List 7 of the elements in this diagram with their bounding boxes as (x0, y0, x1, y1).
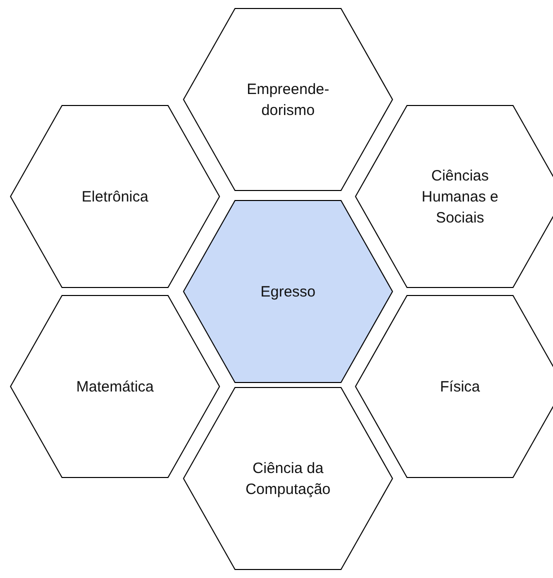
hexagon-label: Eletrônica (80, 187, 150, 207)
hexagon-label: Ciências Humanas e Sociais (420, 166, 500, 228)
hexagon-label: Egresso (259, 282, 317, 302)
hexagon-label: Matemática (75, 377, 155, 397)
hexagon-label: Física (438, 377, 481, 397)
hexagon-label: Ciência da Computação (244, 458, 332, 500)
hexagon-label: Empreende-dorismo (246, 80, 330, 120)
